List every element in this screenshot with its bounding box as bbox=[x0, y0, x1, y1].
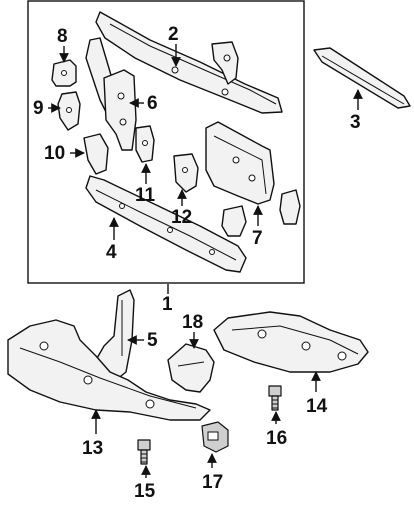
engine-cover-13 bbox=[7, 319, 211, 421]
clip-17 bbox=[201, 421, 229, 453]
lower-rail-4 bbox=[85, 175, 247, 273]
callout-17: 17 bbox=[202, 472, 223, 493]
callout-13: 13 bbox=[82, 438, 103, 459]
callout-16: 16 bbox=[266, 428, 287, 449]
callout-7: 7 bbox=[252, 228, 263, 249]
callout-11: 11 bbox=[135, 185, 156, 206]
bracket-10 bbox=[83, 133, 109, 175]
shield-18 bbox=[167, 343, 215, 393]
bracket-9 bbox=[57, 91, 81, 131]
small-bracket-8 bbox=[51, 59, 77, 87]
callout-14: 14 bbox=[306, 396, 328, 417]
callout-15: 15 bbox=[134, 481, 156, 502]
bracket-12 bbox=[173, 153, 199, 193]
rail-end-bracket bbox=[211, 41, 239, 85]
bracket-11 bbox=[135, 125, 155, 163]
callout-6: 6 bbox=[147, 93, 158, 114]
callout-1: 1 bbox=[162, 294, 173, 315]
side-support-clips bbox=[221, 189, 301, 237]
under-cover-14 bbox=[213, 311, 369, 373]
center-bracket-6 bbox=[103, 69, 137, 151]
callout-12: 12 bbox=[171, 207, 192, 228]
upper-support-rail bbox=[95, 11, 283, 114]
callout-18: 18 bbox=[182, 312, 203, 333]
callout-10: 10 bbox=[44, 143, 65, 164]
callout-5: 5 bbox=[147, 330, 158, 351]
callout-8: 8 bbox=[57, 26, 68, 47]
support-bar-3 bbox=[313, 47, 411, 109]
callout-2: 2 bbox=[168, 24, 179, 45]
bolt-15 bbox=[137, 439, 151, 465]
side-support-right-7 bbox=[205, 121, 275, 205]
leader-lines bbox=[48, 44, 363, 478]
callout-4: 4 bbox=[106, 242, 117, 263]
assembly-frame bbox=[27, 0, 305, 284]
bolt-16 bbox=[268, 385, 282, 411]
callout-3: 3 bbox=[350, 112, 361, 133]
callout-9: 9 bbox=[33, 98, 44, 119]
